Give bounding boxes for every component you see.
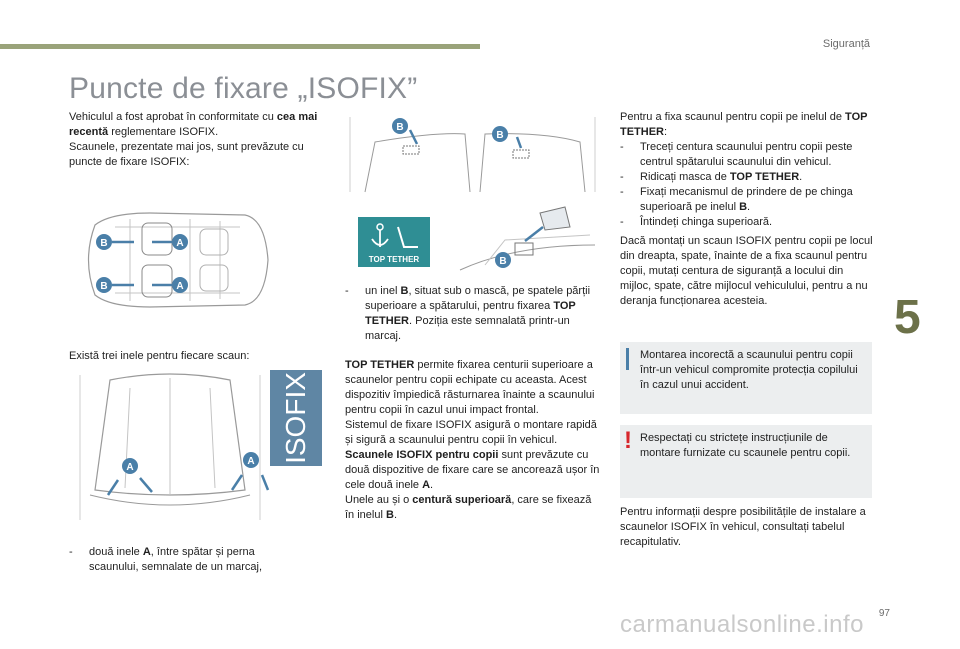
step-item: -Întindeți chinga superioară. xyxy=(620,216,773,228)
svg-text:B: B xyxy=(496,130,503,141)
svg-text:A: A xyxy=(176,281,183,292)
svg-text:B: B xyxy=(396,122,403,133)
page-number: 97 xyxy=(878,608,890,619)
svg-text:A: A xyxy=(176,238,183,249)
marker-b-icon xyxy=(495,252,511,268)
rear-seat-illustration: A A xyxy=(79,373,270,520)
car-top-view-illustration: B B A A xyxy=(87,212,269,308)
section-title: Siguranță xyxy=(822,38,870,50)
chapter-number: 5 xyxy=(894,291,921,344)
bullet-ring-b: -un inel B, situat sub o mască, pe spate… xyxy=(345,285,591,342)
page-title: Puncte de fixare „ISOFIX” xyxy=(69,72,418,105)
svg-text:A: A xyxy=(247,456,254,467)
info-note: Montarea incorectă a scaunului pentru co… xyxy=(620,342,872,414)
seatback-top-illustration: B B xyxy=(349,117,596,193)
marker-a-icon xyxy=(122,458,138,474)
rings-intro: Există trei inele pentru fiecare scaun: xyxy=(69,350,250,362)
marker-b-icon xyxy=(392,118,408,134)
marker-b-icon xyxy=(96,234,112,250)
marker-b-icon xyxy=(96,277,112,293)
step-item: -Ridicați masca de TOP TETHER. xyxy=(620,171,803,183)
tether-mask-illustration: B xyxy=(459,206,596,271)
svg-text:B: B xyxy=(499,256,506,267)
fixing-instructions: Pentru a fixa scaunul pentru copii pe in… xyxy=(620,110,875,309)
anchor-seat-icon xyxy=(371,223,418,248)
marker-a-icon xyxy=(172,277,188,293)
marker-a-icon xyxy=(172,234,188,250)
intro-text: Vehiculul a fost aprobat în conformitate… xyxy=(69,111,318,168)
center-belt-note: Dacă montați un scaun ISOFIX pentru copi… xyxy=(620,235,873,307)
warning-note: ! Respectați cu strictețe instrucțiunile… xyxy=(620,425,872,498)
marker-a-icon xyxy=(243,452,259,468)
watermark: carmanualsonline.info xyxy=(620,611,864,638)
summary-table-reference: Pentru informații despre posibilitățile … xyxy=(620,506,866,548)
marker-b-icon xyxy=(492,126,508,142)
step-item: -Fixați mecanismul de prindere de pe chi… xyxy=(620,186,853,213)
svg-text:B: B xyxy=(100,281,107,292)
svg-text:B: B xyxy=(100,238,107,249)
svg-text:A: A xyxy=(126,462,133,473)
step-item: -Treceți centura scaunului pentru copii … xyxy=(620,141,853,168)
top-tether-description: TOP TETHER permite fixarea centurii supe… xyxy=(345,359,600,521)
info-icon xyxy=(626,348,629,370)
header-accent-bar xyxy=(0,44,480,49)
warning-icon: ! xyxy=(624,427,632,454)
top-tether-logo: TOP TETHER xyxy=(358,217,430,267)
isofix-logo: ISOFIX xyxy=(270,370,322,466)
bullet-rings-a: -două inele A, între spătar și perna sca… xyxy=(69,546,263,573)
